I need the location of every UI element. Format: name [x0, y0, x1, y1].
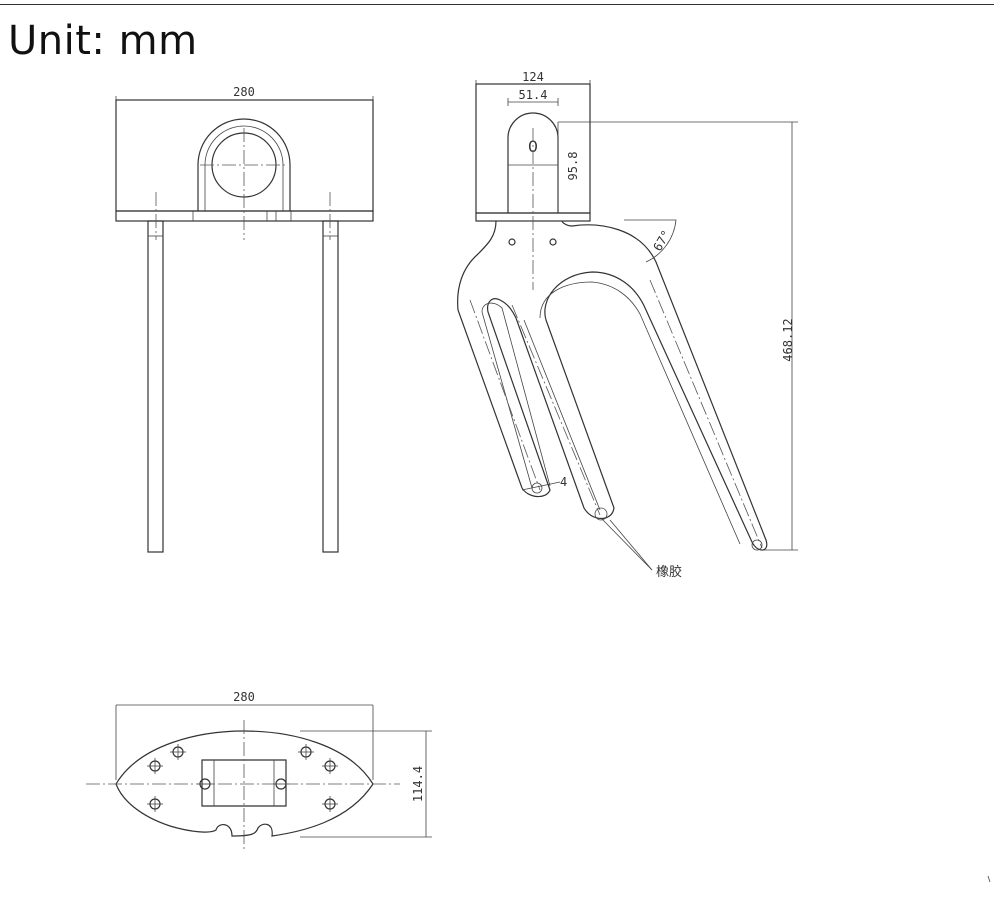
base-width-dim: 280: [233, 690, 255, 704]
front-eye-outer: [197, 118, 291, 211]
front-width-dim: 280: [233, 85, 255, 99]
side-width-dim: 124: [522, 70, 544, 84]
rubber-tip-2: [594, 507, 608, 521]
front-view: 280: [115, 85, 374, 553]
front-head-block: [115, 99, 374, 212]
side-eye-profile: [507, 112, 559, 213]
side-angle-dim: 67°: [650, 228, 673, 254]
unit-title: Unit: mm: [8, 18, 198, 64]
side-inner-width-dim: 51.4: [519, 88, 548, 102]
side-hole-right: [549, 238, 557, 246]
front-right-leg: [322, 220, 339, 553]
base-plate-outline: [115, 730, 374, 837]
side-view: 124 51.4 0 95.8 468.12: [457, 70, 798, 580]
side-height-dim: 95.8: [566, 152, 580, 181]
corner-mark: [987, 875, 991, 883]
front-base-plate: [115, 210, 374, 222]
rubber-tip-3: [751, 539, 763, 551]
side-total-height-dim: 468.12: [781, 318, 795, 361]
side-small-dim: 4: [560, 475, 567, 489]
top-rule: [0, 4, 994, 5]
side-fork-bracket: [457, 220, 768, 551]
base-view: 280 114.4: [86, 690, 432, 850]
rubber-tip-1: [531, 482, 543, 494]
rubber-label: 橡胶: [656, 564, 682, 580]
front-left-leg: [147, 220, 164, 553]
side-hole-left: [508, 238, 516, 246]
base-height-dim: 114.4: [411, 766, 425, 802]
base-center-opening: [201, 759, 287, 807]
